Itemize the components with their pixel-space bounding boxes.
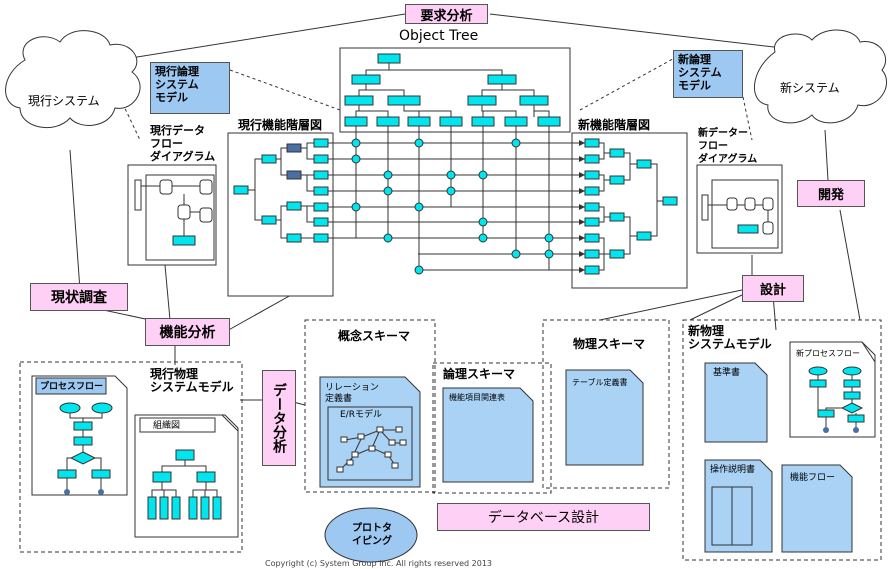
db-design-label: データベース設計 bbox=[437, 503, 650, 531]
current-system-label: 現行システム bbox=[28, 94, 100, 108]
org-chart-label: 組織図 bbox=[153, 421, 181, 431]
process-flow-label: プロセスフロー bbox=[40, 382, 104, 392]
current-dfd-bar bbox=[134, 179, 142, 211]
object-tree-title: Object Tree bbox=[399, 28, 479, 44]
current-dfd-node bbox=[172, 235, 196, 246]
function-item-table-label: 機能項目関連表 bbox=[449, 393, 505, 402]
new-physical-model-label: 新物理 システムモデル bbox=[688, 324, 772, 351]
logical-schema-label: 論理スキーマ bbox=[443, 367, 516, 381]
er-model-label: E/Rモデル bbox=[340, 410, 382, 420]
org-chart-header bbox=[139, 417, 216, 433]
current-dataflow-label: 現行データ フロー ダイアグラム bbox=[150, 124, 216, 163]
current-system-cloud bbox=[5, 30, 141, 128]
function-analysis-label: 機能分析 bbox=[145, 318, 230, 346]
new-system-label: 新システム bbox=[780, 81, 840, 95]
function-flow-label: 機能フロー bbox=[790, 473, 836, 483]
prototyping-ellipse bbox=[324, 507, 418, 563]
new-dfd-inner bbox=[711, 179, 779, 249]
mapping-arrows bbox=[579, 140, 585, 273]
org-chart-edges bbox=[151, 460, 218, 497]
new-dfd-bar bbox=[701, 194, 709, 221]
current-dfd-cylinders bbox=[159, 179, 213, 223]
current-function-tree-label: 現行機能階層図 bbox=[238, 118, 323, 132]
object-tree-edges bbox=[355, 63, 550, 117]
operation-manual-label: 操作説明書 bbox=[710, 465, 756, 475]
new-process-flow-doc bbox=[789, 341, 876, 438]
table-def-doc bbox=[565, 369, 644, 466]
physical-schema-label: 物理スキーマ bbox=[573, 337, 646, 351]
footer-copyright: Copyright (c) System Group Inc. All righ… bbox=[265, 559, 493, 568]
process-flow-dots bbox=[64, 489, 104, 495]
function-flow-doc bbox=[781, 464, 853, 553]
current-survey-label: 現状調査 bbox=[30, 283, 128, 311]
conceptual-schema-label: 概念スキーマ bbox=[338, 329, 411, 343]
logical-schema-box bbox=[432, 362, 552, 494]
new-process-flow-edges bbox=[817, 375, 857, 428]
function-item-doc bbox=[442, 387, 534, 483]
requirements-analysis-label: 要求分析 bbox=[405, 4, 488, 24]
data-analysis-label: データ分析 bbox=[262, 370, 296, 466]
new-dfd-edges bbox=[708, 204, 769, 222]
new-physical-box bbox=[682, 319, 882, 561]
new-process-flow-label: 新プロセスフロー bbox=[796, 349, 860, 358]
table-def-label: テーブル定義書 bbox=[572, 378, 628, 387]
relation-def-label: リレーション 定義書 bbox=[325, 383, 379, 404]
new-process-flow-fold bbox=[861, 341, 876, 363]
new-tree-edges bbox=[599, 142, 663, 271]
object-tree-nodes bbox=[344, 53, 561, 127]
physical-schema-box bbox=[542, 319, 670, 489]
new-logical-model-label: 新論理 システム モデル bbox=[673, 50, 743, 98]
conceptual-schema-box bbox=[304, 319, 436, 493]
mapping-junctions bbox=[351, 138, 554, 275]
new-system-cloud bbox=[754, 29, 888, 124]
org-chart-fold bbox=[221, 414, 239, 432]
er-nodes bbox=[336, 426, 407, 473]
current-tree-edges bbox=[248, 142, 314, 239]
design-label: 設計 bbox=[742, 275, 804, 302]
process-flow-edges bbox=[66, 413, 103, 490]
basic-doc-shape bbox=[704, 362, 768, 443]
new-process-flow-dots bbox=[823, 427, 859, 433]
new-dataflow-label: 新データー フロー ダイアグラム bbox=[698, 128, 758, 165]
development-label: 開発 bbox=[797, 180, 865, 207]
new-function-tree-label: 新機能階層図 bbox=[578, 118, 651, 132]
current-physical-box bbox=[19, 361, 243, 553]
current-physical-model-label: 現行物理 システムモデル bbox=[150, 367, 234, 394]
current-dfd-edges bbox=[141, 185, 200, 236]
new-dfd-node bbox=[737, 224, 759, 234]
prototyping-label: プロトタ イピング bbox=[352, 523, 392, 547]
mapping-lines bbox=[328, 126, 585, 271]
current-logical-model-label: 現行論理 システム モデル bbox=[150, 62, 230, 114]
process-flow-header bbox=[35, 377, 107, 395]
basic-doc-label: 基準書 bbox=[713, 368, 741, 378]
